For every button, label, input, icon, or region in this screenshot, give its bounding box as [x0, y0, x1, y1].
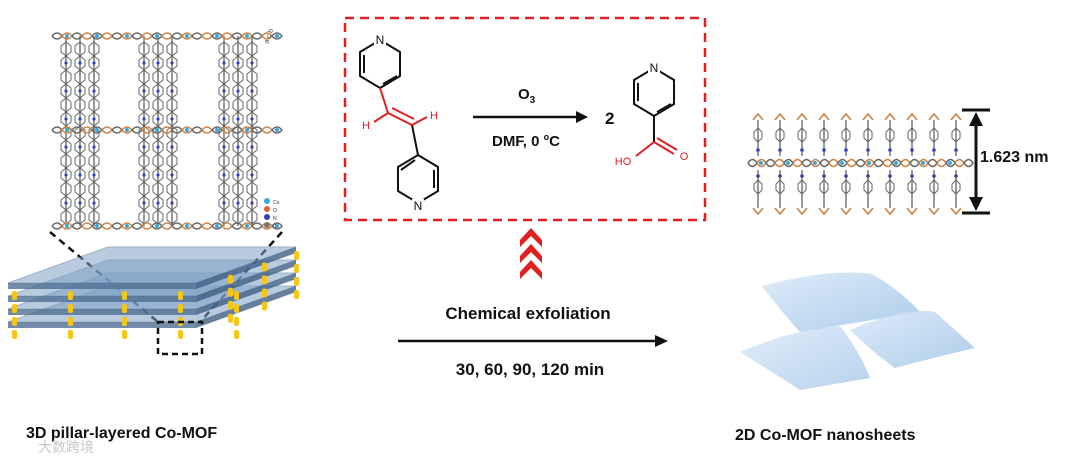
atom-n-acid: N — [650, 61, 659, 75]
atom-n-bottom: N — [414, 199, 423, 213]
legend-dot-c — [264, 222, 270, 228]
nanosheet-1 — [762, 272, 920, 332]
isonicotinic-acid-molecule — [633, 66, 678, 157]
thickness-label: 1.623 nm — [980, 149, 1048, 166]
nanosheet-3 — [850, 310, 975, 368]
n-mask-bottom — [412, 199, 424, 212]
n-mask-acid — [648, 61, 660, 74]
mof-pillars — [60, 36, 258, 226]
thickness-arrow-down — [969, 197, 983, 211]
atom-o: O — [680, 151, 689, 163]
atom-h-right: H — [430, 110, 438, 122]
mof-crystal-structure: a c b — [51, 28, 283, 230]
n-mask-top — [374, 33, 386, 46]
thickness-bracket — [962, 108, 990, 215]
thickness-arrow-up — [969, 112, 983, 126]
left-caption: 3D pillar-layered Co-MOF — [26, 425, 217, 442]
stoichiometric-coefficient: 2 — [605, 109, 614, 128]
exfoliation-arrow-head — [655, 335, 668, 347]
axis-label: a c b — [263, 28, 275, 45]
reaction-arrow-head — [576, 111, 588, 123]
legend-label-n: N — [273, 216, 277, 222]
atom-ho: HO — [615, 156, 632, 168]
exfoliation-times: 30, 60, 90, 120 min — [456, 360, 604, 379]
legend-label-co: Co — [273, 200, 280, 206]
watermark: 大数跨境 — [38, 439, 94, 455]
stack-pillars — [12, 251, 299, 339]
bipyridylethylene-molecule — [359, 38, 439, 205]
nanosheets-illustration — [740, 272, 975, 390]
chevron-up-icon — [520, 228, 542, 279]
legend-label-o: O — [273, 208, 277, 214]
nanosheet-2 — [740, 326, 870, 390]
mof-layers — [51, 32, 283, 230]
exfoliation-label: Chemical exfoliation — [445, 304, 610, 323]
reaction-dashed-box — [343, 16, 707, 222]
pillar-layered-stack — [7, 246, 299, 339]
legend-dot-co — [264, 198, 270, 204]
legend-label-c: C — [273, 224, 277, 230]
atom-legend: Co O N C — [264, 198, 280, 230]
nanosheet-crystal-structure — [747, 112, 974, 216]
reaction-conditions: DMF, 0 oC — [492, 132, 560, 150]
right-caption: 2D Co-MOF nanosheets — [735, 427, 916, 444]
atom-n-top: N — [376, 33, 385, 47]
atom-h-left: H — [362, 120, 370, 132]
legend-dot-n — [264, 214, 270, 220]
reagent-ozone: O3 — [518, 86, 536, 106]
stack-slabs — [7, 246, 297, 328]
legend-dot-o — [264, 206, 270, 212]
zoom-box — [156, 320, 204, 356]
